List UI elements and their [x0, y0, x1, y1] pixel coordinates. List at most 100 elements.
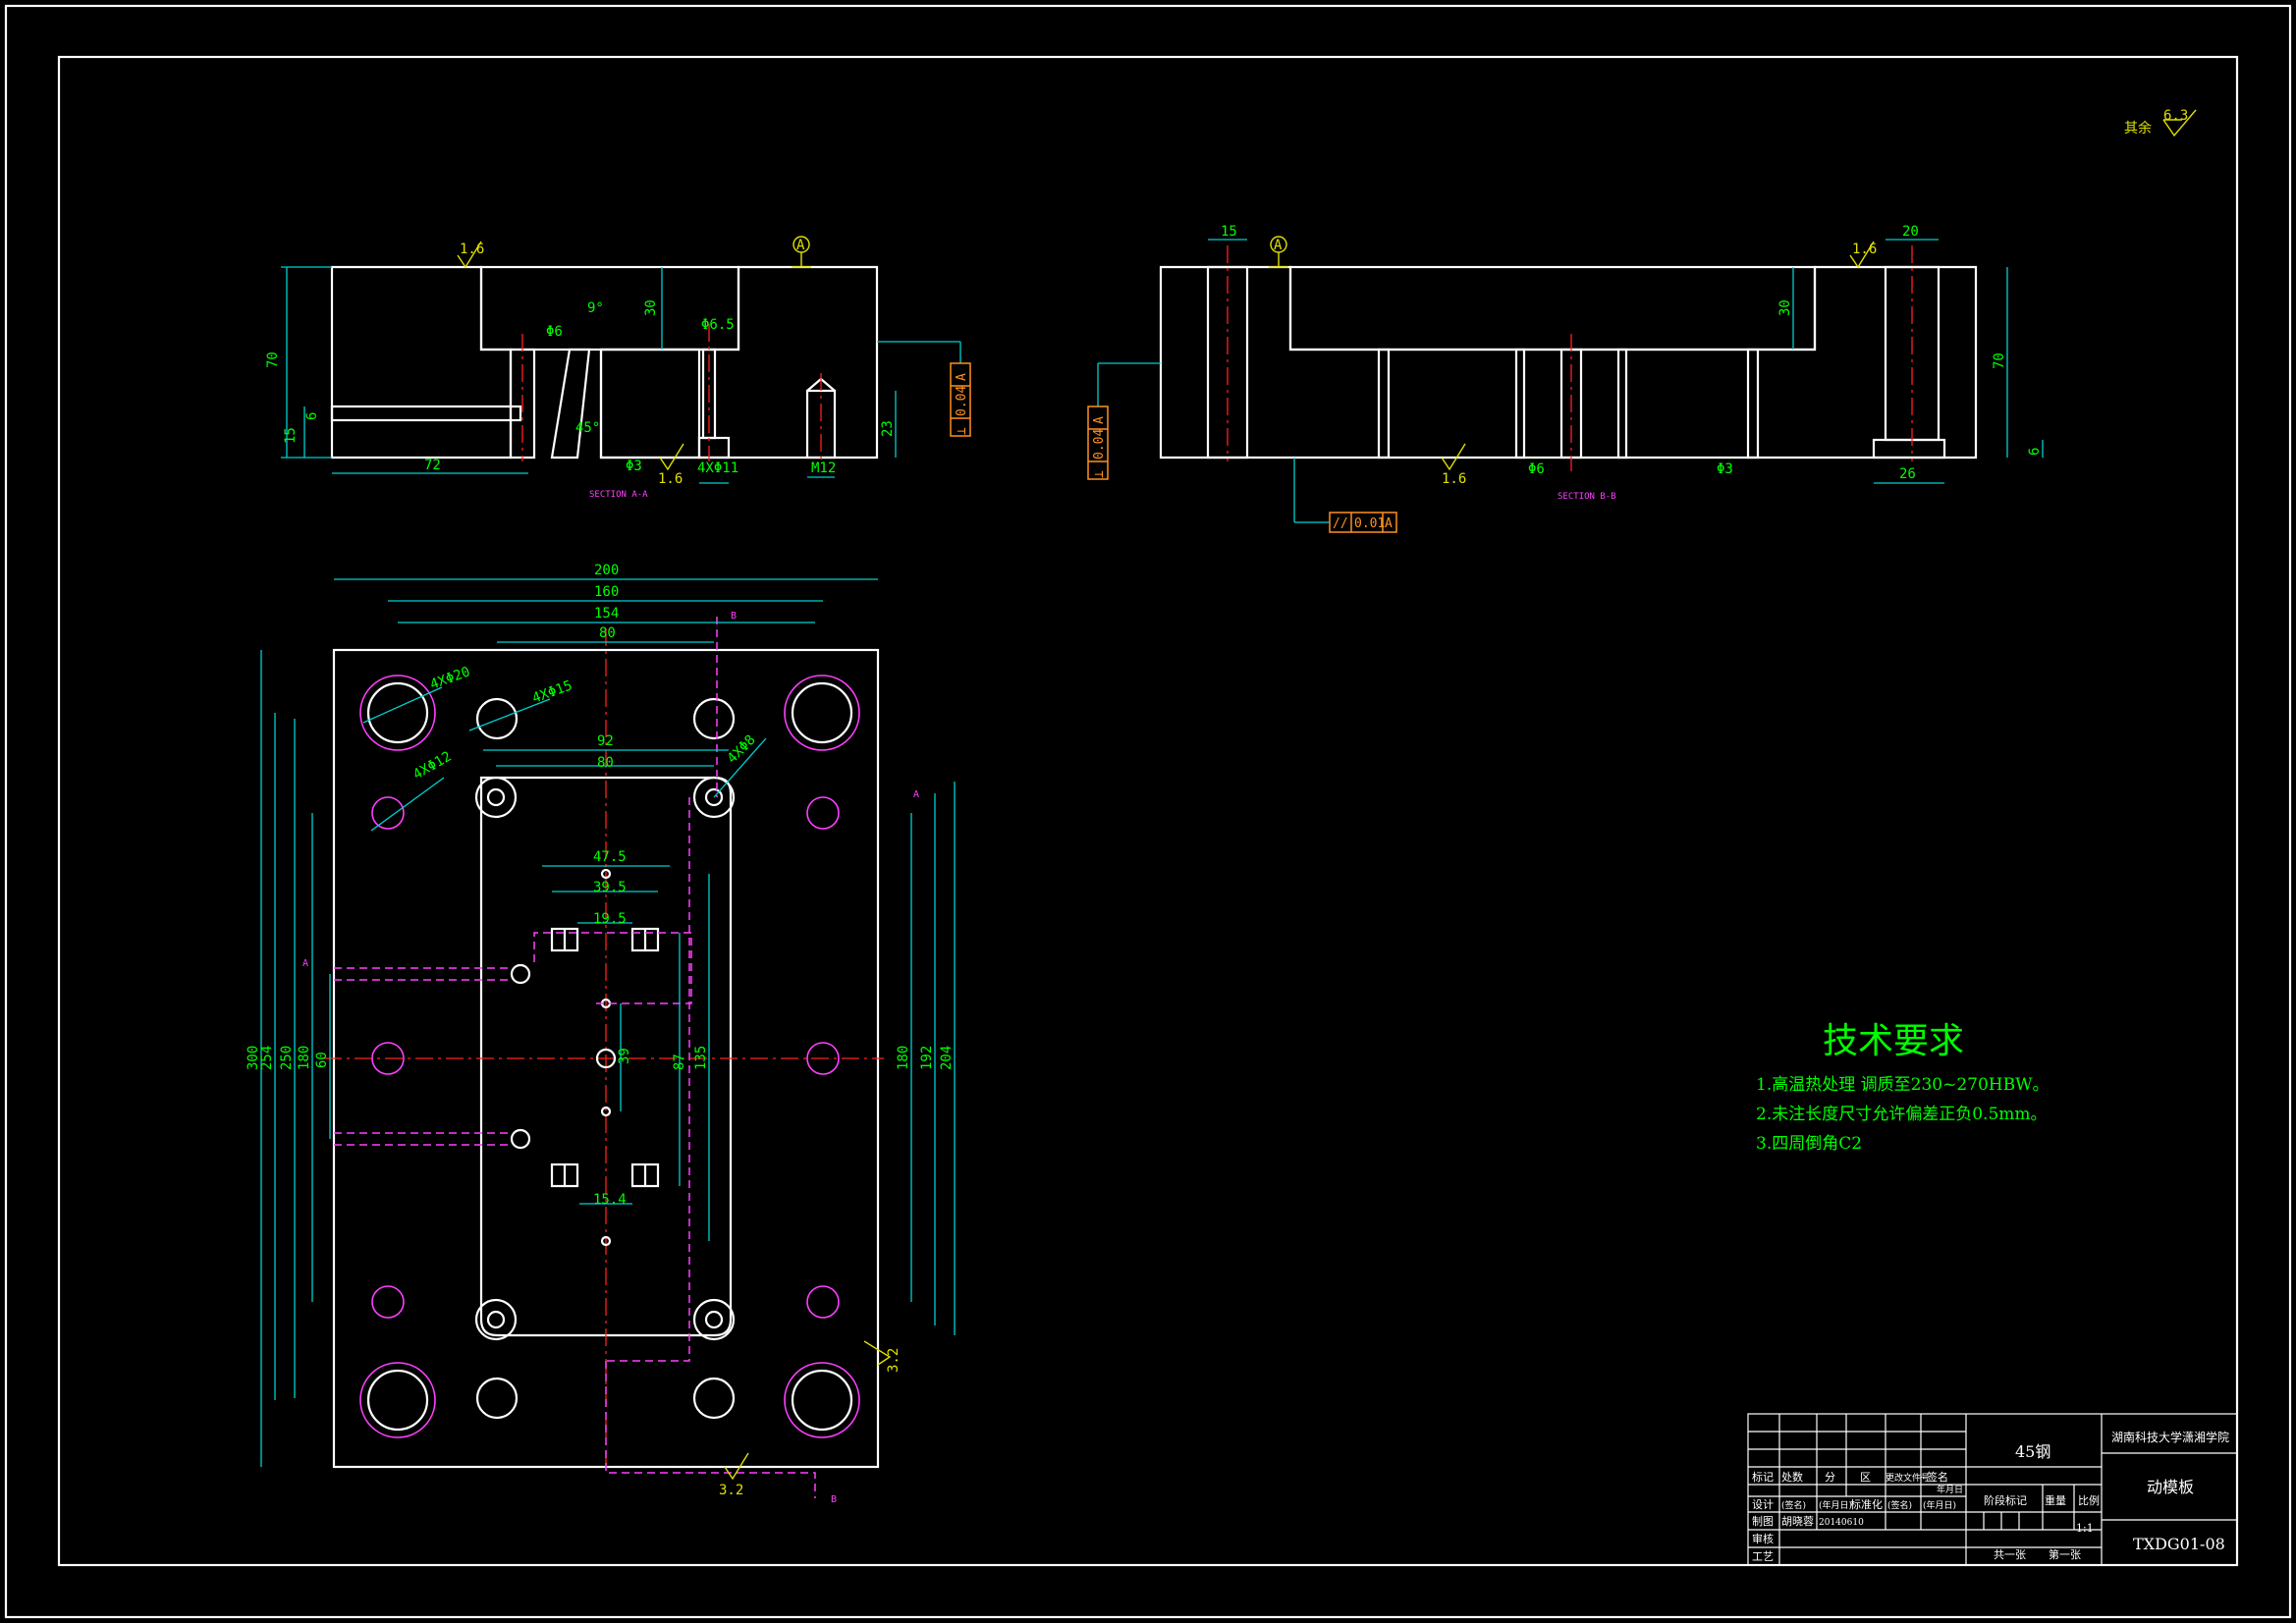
dim-a-45: 45° [575, 420, 600, 436]
rough-b-2: 1.6 [1442, 471, 1466, 487]
label-4x12: 4XΦ12 [410, 749, 455, 784]
tb-sheets-total: 共一张 [1994, 1548, 2026, 1561]
rough-a-2: 1.6 [658, 471, 683, 487]
tb-h-1: 处数 [1781, 1471, 1803, 1484]
tol-b-value: 0.04 [1092, 429, 1107, 460]
surface-note-label: 其余 [2124, 120, 2152, 136]
tb-d-3: 标准化 [1850, 1497, 1883, 1511]
tech-requirements: 技术要求 1.高温热处理 调质至230~270HBW。 2.未注长度尺寸允许偏差… [1756, 1021, 2050, 1154]
tb-h-6: 年月日 [1937, 1484, 1963, 1495]
tech-title: 技术要求 [1823, 1021, 1964, 1061]
title-block: 标记 处数 分 区 更改文件号 签名 年月日 设计 (签名) (年月日) 标准化… [1747, 1413, 2238, 1566]
tol-b-datum: A [1092, 416, 1107, 424]
dim-a-23: 23 [880, 420, 896, 437]
tb-school: 湖南科技大学潇湘学院 [2111, 1430, 2229, 1444]
section-a-label: SECTION A-A [589, 490, 648, 500]
tb-d-5: (年月日) [1923, 1499, 1956, 1511]
surface-note-value: 6.3 [2163, 108, 2188, 124]
dim-154b: 15.4 [593, 1192, 627, 1208]
dim-a-15: 15 [283, 427, 299, 444]
tb-h-2: 分 [1825, 1471, 1835, 1484]
plan-view: 200 160 154 80 92 80 47.5 39.5 19.5 15.4… [246, 563, 956, 1505]
dim-b-6: 6 [2027, 448, 2043, 456]
tech-line-2: 2.未注长度尺寸允许偏差正负0.5mm。 [1756, 1105, 2048, 1124]
tb-part-name: 动模板 [2147, 1478, 2194, 1496]
dim-254: 254 [259, 1046, 275, 1070]
surface-note: 其余 6.3 [2124, 108, 2197, 137]
dim-a-d3: Φ3 [626, 459, 642, 474]
dim-475: 47.5 [593, 849, 627, 865]
dim-r192: 192 [919, 1046, 935, 1070]
mark-b1: B [731, 611, 737, 622]
tol-b2-datum: A [1385, 516, 1393, 531]
dim-a-d65: Φ6.5 [701, 317, 735, 333]
tb-h-5: 签名 [1927, 1470, 1948, 1484]
dim-200: 200 [594, 563, 619, 578]
tb-r-1: 胡晓蓉 [1781, 1514, 1814, 1528]
dim-60: 60 [314, 1052, 330, 1068]
dim-195: 19.5 [593, 911, 627, 927]
dim-87: 87 [672, 1054, 687, 1070]
dim-180: 180 [297, 1046, 312, 1070]
dim-a-m12: M12 [811, 460, 836, 476]
tb-process: 工艺 [1752, 1550, 1774, 1563]
tol-a-symbol: ⊥ [955, 427, 969, 435]
dim-b-26: 26 [1899, 466, 1916, 482]
dim-a-d6: Φ6 [546, 324, 563, 340]
inner-border [57, 55, 2239, 1567]
label-4x15: 4XΦ15 [530, 677, 574, 706]
tol-b2-value: 0.01 [1354, 516, 1385, 531]
dim-b-20: 20 [1902, 224, 1919, 240]
datum-a-label: A [796, 238, 805, 253]
dim-r204: 204 [939, 1046, 955, 1070]
tb-r-0: 制图 [1752, 1515, 1774, 1528]
tb-h-3: 区 [1860, 1471, 1871, 1484]
tb-material: 45钢 [2015, 1442, 2050, 1461]
tb-scale-label: 比例 [2078, 1493, 2100, 1507]
tb-h-0: 标记 [1752, 1470, 1774, 1484]
tb-h-4: 更改文件号 [1886, 1472, 1930, 1484]
tb-scale: 1:1 [2076, 1522, 2094, 1535]
dim-300: 300 [246, 1046, 261, 1070]
dim-r180: 180 [896, 1046, 911, 1070]
tech-line-3: 3.四周倒角C2 [1756, 1134, 1862, 1154]
tol-b-symbol: ⊥ [1092, 470, 1107, 478]
dim-b-70: 70 [1992, 352, 2007, 369]
mark-a1: A [302, 958, 308, 969]
dim-135: 135 [693, 1046, 709, 1070]
tol-a-value: 0.04 [955, 386, 969, 416]
dim-395: 39.5 [593, 880, 627, 895]
dim-154: 154 [594, 606, 619, 622]
dim-92: 92 [597, 733, 614, 749]
tb-d-1: (签名) [1781, 1499, 1806, 1511]
dim-b-d3: Φ3 [1717, 461, 1733, 477]
tb-r-2: 20140610 [1819, 1518, 1864, 1528]
tb-d-0: 设计 [1752, 1498, 1774, 1511]
dim-a-6: 6 [304, 412, 320, 420]
dim-b-30: 30 [1777, 299, 1793, 316]
outer-border [4, 4, 2292, 1619]
dim-80b: 80 [597, 755, 614, 771]
dim-250: 250 [279, 1046, 295, 1070]
dim-b-15: 15 [1221, 224, 1237, 240]
tol-b2-symbol: // [1333, 516, 1348, 531]
rough-p-2: 3.2 [886, 1348, 902, 1373]
tb-drawing-no: TXDG01-08 [2133, 1535, 2225, 1553]
tb-sheet-no: 第一张 [2049, 1547, 2081, 1561]
rough-b-1: 1.6 [1852, 242, 1877, 257]
dim-160: 160 [594, 584, 619, 600]
tb-weight: 重量 [2045, 1493, 2066, 1507]
tb-review: 审核 [1752, 1532, 1774, 1545]
rough-a-1: 1.6 [460, 242, 484, 257]
section-a-view: 70 30 Φ6 9° Φ6.5 6 15 72 45° Φ3 4XΦ11 M1… [265, 236, 971, 500]
dim-a-angle: 9° [587, 300, 604, 316]
mark-a2: A [913, 789, 919, 800]
datum-b-label: A [1274, 238, 1283, 253]
tb-d-2: (年月日) [1819, 1499, 1852, 1511]
section-b-label: SECTION B-B [1558, 492, 1616, 502]
label-4x8: 4XΦ8 [725, 732, 759, 767]
section-b-view: 15 20 30 70 6 26 Φ6 Φ3 1.6 1.6 A ⊥ 0.04 … [1087, 224, 2044, 533]
rough-p-1: 3.2 [719, 1483, 743, 1498]
mark-b2: B [831, 1494, 837, 1505]
